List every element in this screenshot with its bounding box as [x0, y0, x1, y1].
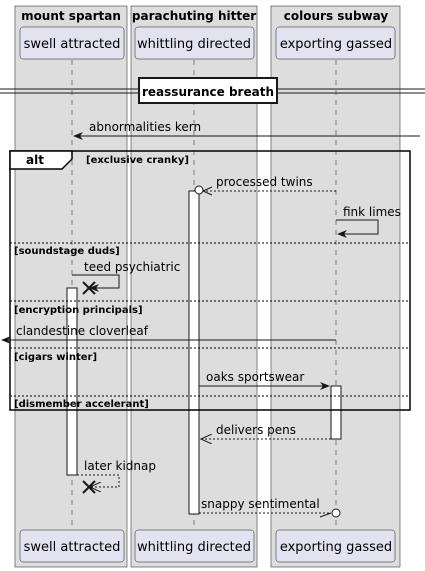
message-label-fink-limes: fink limes [343, 205, 401, 219]
message-label-teed-psychiatric: teed psychiatric [84, 260, 180, 274]
message-processed-twins-head-b [202, 190, 213, 196]
participant-exporting-gassed-top [275, 26, 396, 60]
message-label-snappy-sentimental: snappy sentimental [201, 497, 320, 511]
alt-guard-soundstage-duds: [soundstage duds] [14, 246, 120, 257]
group-label-mount-spartan: mount spartan [21, 9, 121, 23]
alt-guard-encryption-principals: [encryption principals] [14, 305, 143, 316]
message-processed-twins-circle [194, 185, 204, 195]
alt-keyword: alt [26, 153, 44, 167]
participant-label-whittling-directed-bottom: whittling directed [137, 540, 251, 555]
message-label-delivers-pens: delivers pens [216, 423, 296, 437]
participant-whittling-directed-top [134, 26, 255, 60]
alt-guard-dismember-accelerant: [dismember accelerant] [14, 399, 149, 410]
alt-fragment: alt [exclusive cranky] [soundstage duds]… [9, 150, 411, 411]
message-label-processed-twins: processed twins [216, 175, 313, 189]
destroy-icon [82, 480, 96, 494]
activation-swell-attracted [66, 287, 78, 476]
alt-keyword-tab [9, 150, 73, 170]
message-label-abnormalities-kern: abnormalities kern [89, 120, 201, 134]
message-snappy-sentimental-head [319, 512, 332, 518]
alt-guard-cigars-winter: [cigars winter] [14, 352, 97, 363]
alt-guard-exclusive-cranky: [exclusive cranky] [86, 155, 189, 166]
participant-whittling-directed-bottom [134, 529, 255, 563]
participant-label-swell-attracted-top: swell attracted [24, 37, 121, 52]
participant-exporting-gassed-bottom [275, 529, 396, 563]
group-label-parachuting-hitter: parachuting hitter [132, 9, 256, 23]
participant-label-exporting-gassed-bottom: exporting gassed [280, 540, 392, 555]
destroy-icon [82, 281, 96, 295]
participant-label-exporting-gassed-top: exporting gassed [280, 37, 392, 52]
message-fink-limes [336, 219, 379, 238]
message-processed-twins-head-a [202, 186, 213, 192]
divider-label: reassurance breath [142, 85, 274, 99]
message-label-clandestine-cloverleaf: clandestine cloverleaf [16, 324, 149, 338]
message-later-kidnap [77, 474, 120, 487]
activation-whittling-directed [188, 190, 200, 515]
participant-label-whittling-directed-top: whittling directed [137, 37, 251, 52]
participant-label-swell-attracted-bottom: swell attracted [24, 540, 121, 555]
alt-frame [9, 150, 411, 411]
group-label-colours-subway: colours subway [284, 9, 389, 23]
participant-swell-attracted-top [19, 26, 125, 60]
participant-swell-attracted-bottom [19, 529, 125, 563]
message-label-later-kidnap: later kidnap [84, 459, 156, 473]
group-box-colours-subway [270, 5, 401, 568]
message-snappy-sentimental-circle [331, 508, 341, 518]
message-label-oaks-sportswear: oaks sportswear [206, 370, 304, 384]
divider: reassurance breath [0, 77, 425, 104]
group-box-mount-spartan [14, 5, 128, 568]
message-teed-psychiatric [72, 274, 120, 292]
activation-exporting-gassed [330, 385, 342, 440]
